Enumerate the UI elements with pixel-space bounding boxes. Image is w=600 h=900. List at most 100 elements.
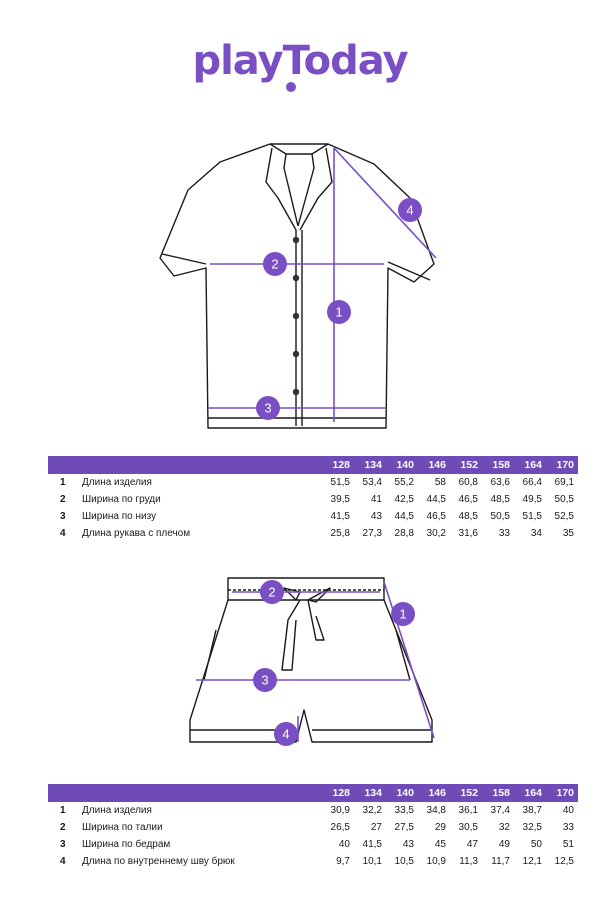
header-label — [80, 784, 322, 802]
row-number: 2 — [60, 822, 66, 833]
size-value: 27 — [370, 822, 382, 833]
size-value: 33 — [562, 822, 574, 833]
size-value: 46,5 — [458, 494, 478, 505]
marker-sleeve-length — [398, 198, 422, 222]
size-value: 63,6 — [490, 477, 510, 488]
size-value: 35 — [562, 528, 574, 539]
size-value: 44,5 — [394, 511, 414, 522]
size-value: 36,1 — [458, 805, 478, 816]
row-label: Ширина по талии — [82, 822, 163, 833]
shirt-button — [292, 350, 300, 358]
size-value: 50 — [530, 839, 542, 850]
size-value: 52,5 — [554, 511, 574, 522]
header-num — [48, 456, 80, 474]
size-value: 39,5 — [330, 494, 350, 505]
size-header: 140 — [386, 784, 418, 802]
size-value: 47 — [466, 839, 478, 850]
size-header: 164 — [514, 456, 546, 474]
size-value: 60,8 — [458, 477, 478, 488]
size-value: 66,4 — [522, 477, 542, 488]
size-value: 50,5 — [490, 511, 510, 522]
size-header: 170 — [546, 784, 578, 802]
size-value: 42,5 — [394, 494, 414, 505]
brand-logo-dot — [286, 82, 296, 92]
size-value: 55,2 — [394, 477, 414, 488]
size-header: 146 — [418, 784, 450, 802]
size-value: 30,2 — [426, 528, 446, 539]
row-number: 1 — [60, 477, 66, 488]
row-number: 1 — [60, 805, 66, 816]
size-value: 41 — [370, 494, 382, 505]
size-value: 10,1 — [362, 856, 382, 867]
shirt-button — [292, 312, 300, 320]
size-header: 128 — [322, 456, 354, 474]
row-label: Длина изделия — [82, 805, 152, 816]
size-value: 32 — [498, 822, 510, 833]
size-value: 11,3 — [459, 856, 478, 867]
header-label — [80, 456, 322, 474]
row-number: 4 — [60, 528, 66, 539]
row-label: Ширина по бедрам — [82, 839, 171, 850]
size-value: 37,4 — [490, 805, 510, 816]
size-value: 33 — [498, 528, 510, 539]
size-value: 12,5 — [554, 856, 574, 867]
shorts-drawing: 1 2 3 4 — [189, 577, 435, 746]
row-number: 3 — [60, 511, 66, 522]
size-header: 158 — [482, 784, 514, 802]
size-value: 45 — [434, 839, 446, 850]
size-value: 58 — [434, 477, 446, 488]
marker-length — [327, 300, 351, 324]
marker-s4-label: 4 — [282, 727, 289, 742]
size-value: 43 — [370, 511, 382, 522]
row-label: Ширина по груди — [82, 494, 161, 505]
size-value: 38,7 — [522, 805, 542, 816]
size-value: 29 — [434, 822, 446, 833]
shirt-button — [292, 274, 300, 282]
size-value: 44,5 — [426, 494, 446, 505]
size-value: 46,5 — [426, 511, 446, 522]
size-value: 34 — [530, 528, 542, 539]
size-value: 40 — [338, 839, 350, 850]
marker-inseam — [274, 722, 298, 746]
marker-shorts-length — [391, 602, 415, 626]
size-value: 41,5 — [330, 511, 350, 522]
marker-4-label: 4 — [406, 203, 413, 218]
marker-chest-width — [263, 252, 287, 276]
size-value: 49,5 — [522, 494, 542, 505]
size-value: 51,5 — [330, 477, 350, 488]
size-header: 158 — [482, 456, 514, 474]
size-value: 10,5 — [394, 856, 414, 867]
marker-s3-label: 3 — [261, 673, 268, 688]
marker-1-label: 1 — [335, 305, 342, 320]
size-value: 53,4 — [362, 477, 382, 488]
size-value: 43 — [402, 839, 414, 850]
size-header: 140 — [386, 456, 418, 474]
size-value: 12,1 — [522, 856, 542, 867]
size-header: 152 — [450, 456, 482, 474]
size-value: 31,6 — [458, 528, 478, 539]
size-header: 152 — [450, 784, 482, 802]
size-header: 164 — [514, 784, 546, 802]
row-label: Ширина по низу — [82, 511, 157, 522]
size-value: 49 — [498, 839, 510, 850]
size-value: 34,8 — [426, 805, 446, 816]
marker-hip-width — [253, 668, 277, 692]
size-value: 50,5 — [554, 494, 574, 505]
marker-3-label: 3 — [264, 401, 271, 416]
size-header: 128 — [322, 784, 354, 802]
size-value: 25,8 — [330, 528, 350, 539]
size-header: 146 — [418, 456, 450, 474]
size-value: 69,1 — [554, 477, 574, 488]
size-value: 26,5 — [330, 822, 350, 833]
size-value: 48,5 — [458, 511, 478, 522]
row-number: 2 — [60, 494, 66, 505]
size-value: 51 — [562, 839, 574, 850]
size-header: 134 — [354, 456, 386, 474]
